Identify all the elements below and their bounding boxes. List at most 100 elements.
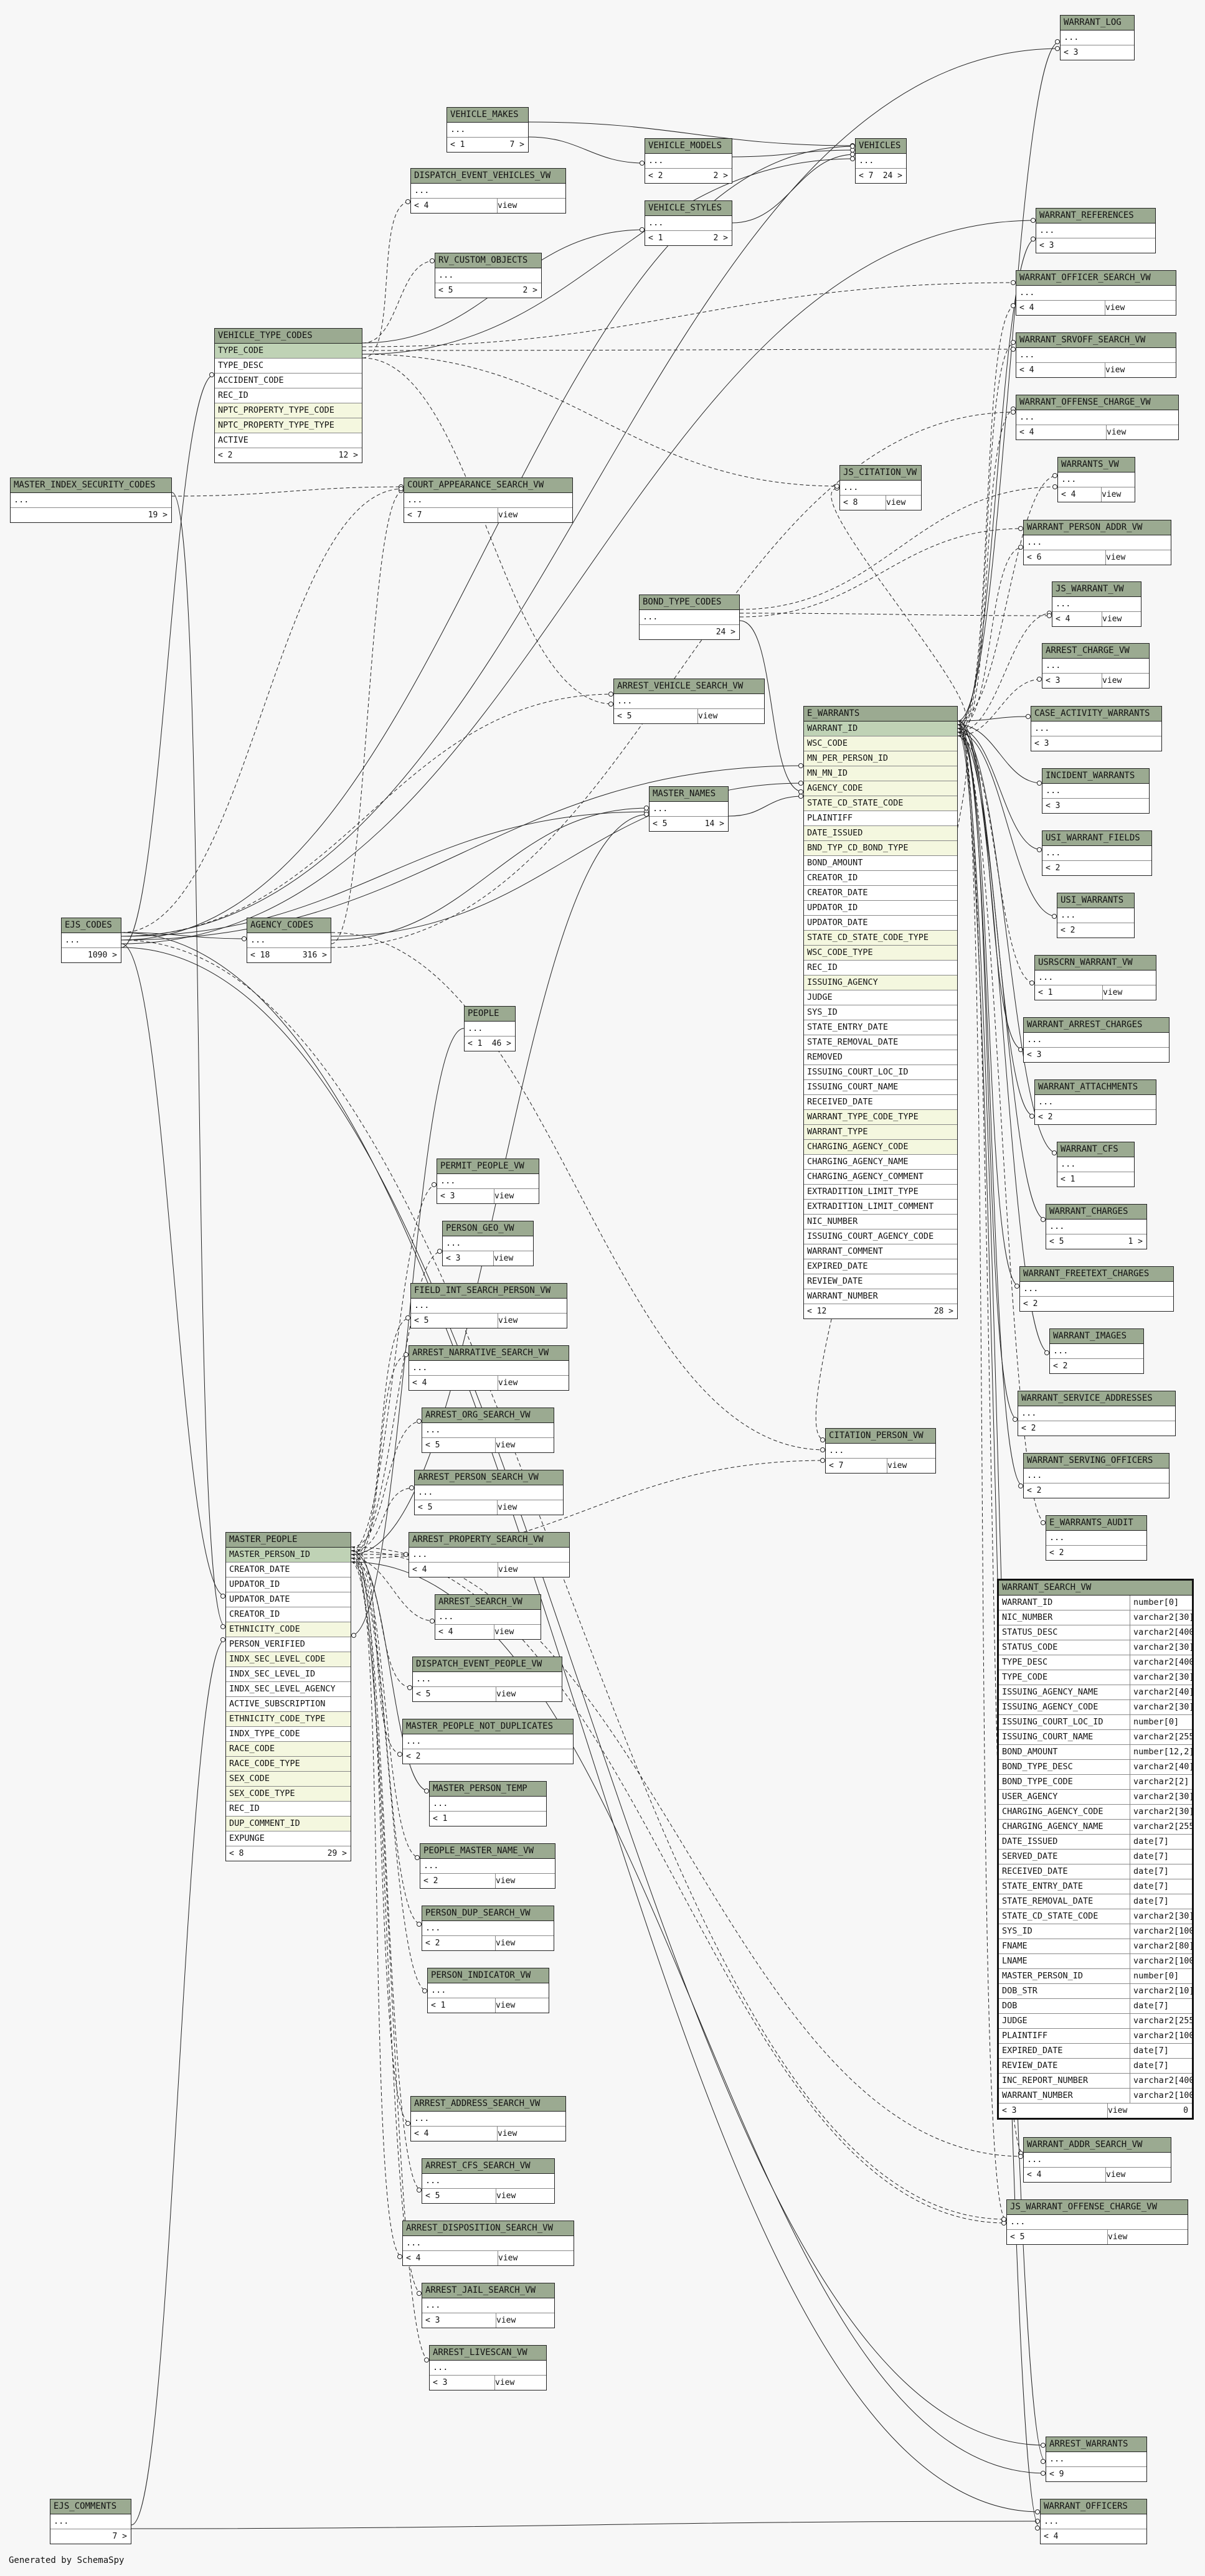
collapsed-columns[interactable]: ... [640,610,739,625]
table-name[interactable]: WARRANT_ARREST_CHARGES [1024,1018,1169,1033]
collapsed-columns[interactable]: ... [447,123,528,138]
column-row[interactable]: TYPE_CODE [215,344,362,359]
table-arrest-jail-search-vw[interactable]: ARREST_JAIL_SEARCH_VW...< 3 view [422,2283,555,2328]
table-incident-warrants[interactable]: INCIDENT_WARRANTS...< 3 [1042,768,1150,814]
table-warrant-serving-officers[interactable]: WARRANT_SERVING_OFFICERS...< 2 [1023,1453,1170,1498]
collapsed-columns[interactable]: ... [247,933,331,948]
column-row[interactable]: BOND_AMOUNT [804,856,957,871]
table-name[interactable]: WARRANT_OFFICERS [1041,2499,1146,2514]
column-row[interactable]: CHARGING_AGENCY_COMMENT [804,1170,957,1185]
table-name[interactable]: WARRANT_LOG [1061,16,1134,31]
column-row[interactable]: EXTRADITION_LIMIT_TYPE [804,1185,957,1200]
table-person-geo-vw[interactable]: PERSON_GEO_VW...< 3 view [442,1221,534,1266]
column-row[interactable]: ISSUING_COURT_NAME [804,1080,957,1095]
table-name[interactable]: E_WARRANTS [804,707,957,722]
table-name[interactable]: ARREST_PERSON_SEARCH_VW [415,1470,563,1485]
column-row[interactable]: EXPIRED_DATE [804,1259,957,1274]
collapsed-columns[interactable]: ... [1046,2452,1146,2467]
collapsed-columns[interactable]: ... [437,1174,539,1189]
collapsed-columns[interactable]: ... [422,1921,554,1936]
table-name[interactable]: RV_CUSTOM_OBJECTS [435,253,541,268]
column-row[interactable]: INDX_SEC_LEVEL_ID [226,1667,351,1682]
table-warrant-person-addr-vw[interactable]: WARRANT_PERSON_ADDR_VW...< 6 view [1023,520,1171,565]
table-master-people-not-duplicates[interactable]: MASTER_PEOPLE_NOT_DUPLICATES...< 2 [402,1719,574,1764]
column-row[interactable]: REVIEW_DATE [804,1274,957,1289]
column-row[interactable]: UPDATOR_ID [226,1577,351,1592]
table-warrant-srvoff-search-vw[interactable]: WARRANT_SRVOFF_SEARCH_VW...< 4 view [1016,332,1176,378]
table-name[interactable]: MASTER_NAMES [650,787,728,802]
table-name[interactable]: VEHICLE_MODELS [645,139,732,154]
table-warrant-offense-charge-vw[interactable]: WARRANT_OFFENSE_CHARGE_VW...< 4 view [1016,395,1179,440]
table-name[interactable]: WARRANT_IMAGES [1050,1329,1143,1344]
collapsed-columns[interactable]: ... [1035,971,1156,985]
table-case-activity-warrants[interactable]: CASE_ACTIVITY_WARRANTS...< 3 [1031,706,1162,751]
column-row[interactable]: NIC_NUMBER [804,1215,957,1229]
table-court-appearance-search-vw[interactable]: COURT_APPEARANCE_SEARCH_VW...< 7 view [404,477,573,523]
table-usi-warrant-fields[interactable]: USI_WARRANT_FIELDS...< 2 [1042,830,1152,876]
collapsed-columns[interactable]: ... [1016,348,1176,363]
collapsed-columns[interactable]: ... [1036,223,1155,238]
column-row[interactable]: BND_TYP_CD_BOND_TYPE [804,841,957,856]
table-name[interactable]: MASTER_PEOPLE [226,1533,351,1548]
collapsed-columns[interactable]: ... [1061,31,1134,45]
column-row[interactable]: WARRANT_NUMBER [804,1289,957,1304]
table-warrants-vw[interactable]: WARRANTS_VW...< 4 view [1057,457,1135,502]
table-arrest-cfs-search-vw[interactable]: ARREST_CFS_SEARCH_VW...< 5 view [422,2158,555,2204]
collapsed-columns[interactable]: ... [411,184,565,199]
table-name[interactable]: FIELD_INT_SEARCH_PERSON_VW [411,1284,567,1299]
table-name[interactable]: WARRANT_SERVING_OFFICERS [1024,1454,1169,1469]
table-warrant-officer-search-vw[interactable]: WARRANT_OFFICER_SEARCH_VW...< 4 view [1016,270,1176,316]
column-row[interactable]: CHARGING_AGENCY_NAME [804,1155,957,1170]
table-name[interactable]: INCIDENT_WARRANTS [1042,769,1149,784]
table-person-indicator-vw[interactable]: PERSON_INDICATOR_VW...< 1 view [427,1968,549,2013]
column-row[interactable]: CREATOR_DATE [226,1563,351,1577]
table-warrant-officers[interactable]: WARRANT_OFFICERS...< 4 [1040,2499,1147,2544]
column-row[interactable]: UPDATOR_ID [804,901,957,916]
column-row[interactable]: ISSUING_COURT_LOC_ID [804,1065,957,1080]
table-name[interactable]: ARREST_ADDRESS_SEARCH_VW [411,2097,565,2112]
collapsed-columns[interactable]: ... [1046,1220,1146,1234]
column-row[interactable]: REC_ID [215,388,362,403]
column-row[interactable]: ISSUING_AGENCY [804,975,957,990]
table-name[interactable]: JS_CITATION_VW [840,466,921,481]
table-name[interactable]: AGENCY_CODES [247,918,331,933]
table-dispatch-event-vehicles-vw[interactable]: DISPATCH_EVENT_VEHICLES_VW...< 4 view [410,168,566,214]
table-name[interactable]: WARRANT_ATTACHMENTS [1035,1080,1156,1095]
table-name[interactable]: JS_WARRANT_OFFENSE_CHARGE_VW [1007,2200,1188,2215]
table-name[interactable]: ARREST_CFS_SEARCH_VW [422,2159,554,2174]
collapsed-columns[interactable]: ... [11,493,171,508]
collapsed-columns[interactable]: ... [1057,1157,1134,1172]
collapsed-columns[interactable]: ... [435,268,541,283]
table-master-index-security-codes[interactable]: MASTER_INDEX_SECURITY_CODES...19 > [10,477,172,523]
table-name[interactable]: ARREST_VEHICLE_SEARCH_VW [614,679,764,694]
collapsed-columns[interactable]: ... [645,216,732,231]
table-warrant-arrest-charges[interactable]: WARRANT_ARREST_CHARGES...< 3 [1023,1017,1170,1063]
table-name[interactable]: USI_WARRANT_FIELDS [1042,831,1151,846]
table-name[interactable]: WARRANT_FREETEXT_CHARGES [1020,1267,1173,1282]
column-row[interactable]: WARRANT_TYPE [804,1125,957,1140]
table-arrest-property-search-vw[interactable]: ARREST_PROPERTY_SEARCH_VW...< 4 view [409,1532,570,1577]
column-row[interactable]: NPTC_PROPERTY_TYPE_TYPE [215,418,362,433]
collapsed-columns[interactable]: ... [422,2174,554,2189]
table-ejs-comments[interactable]: EJS_COMMENTS...7 > [50,2499,131,2544]
collapsed-columns[interactable]: ... [840,481,921,496]
table-name[interactable]: WARRANTS_VW [1058,458,1135,472]
table-name[interactable]: USI_WARRANTS [1057,893,1134,908]
collapsed-columns[interactable]: ... [1035,1095,1156,1110]
column-row[interactable]: DATE_ISSUED [804,826,957,841]
column-row[interactable]: PLAINTIFF [804,811,957,826]
collapsed-columns[interactable]: ... [430,1797,546,1812]
table-name[interactable]: MASTER_PERSON_TEMP [430,1782,546,1797]
